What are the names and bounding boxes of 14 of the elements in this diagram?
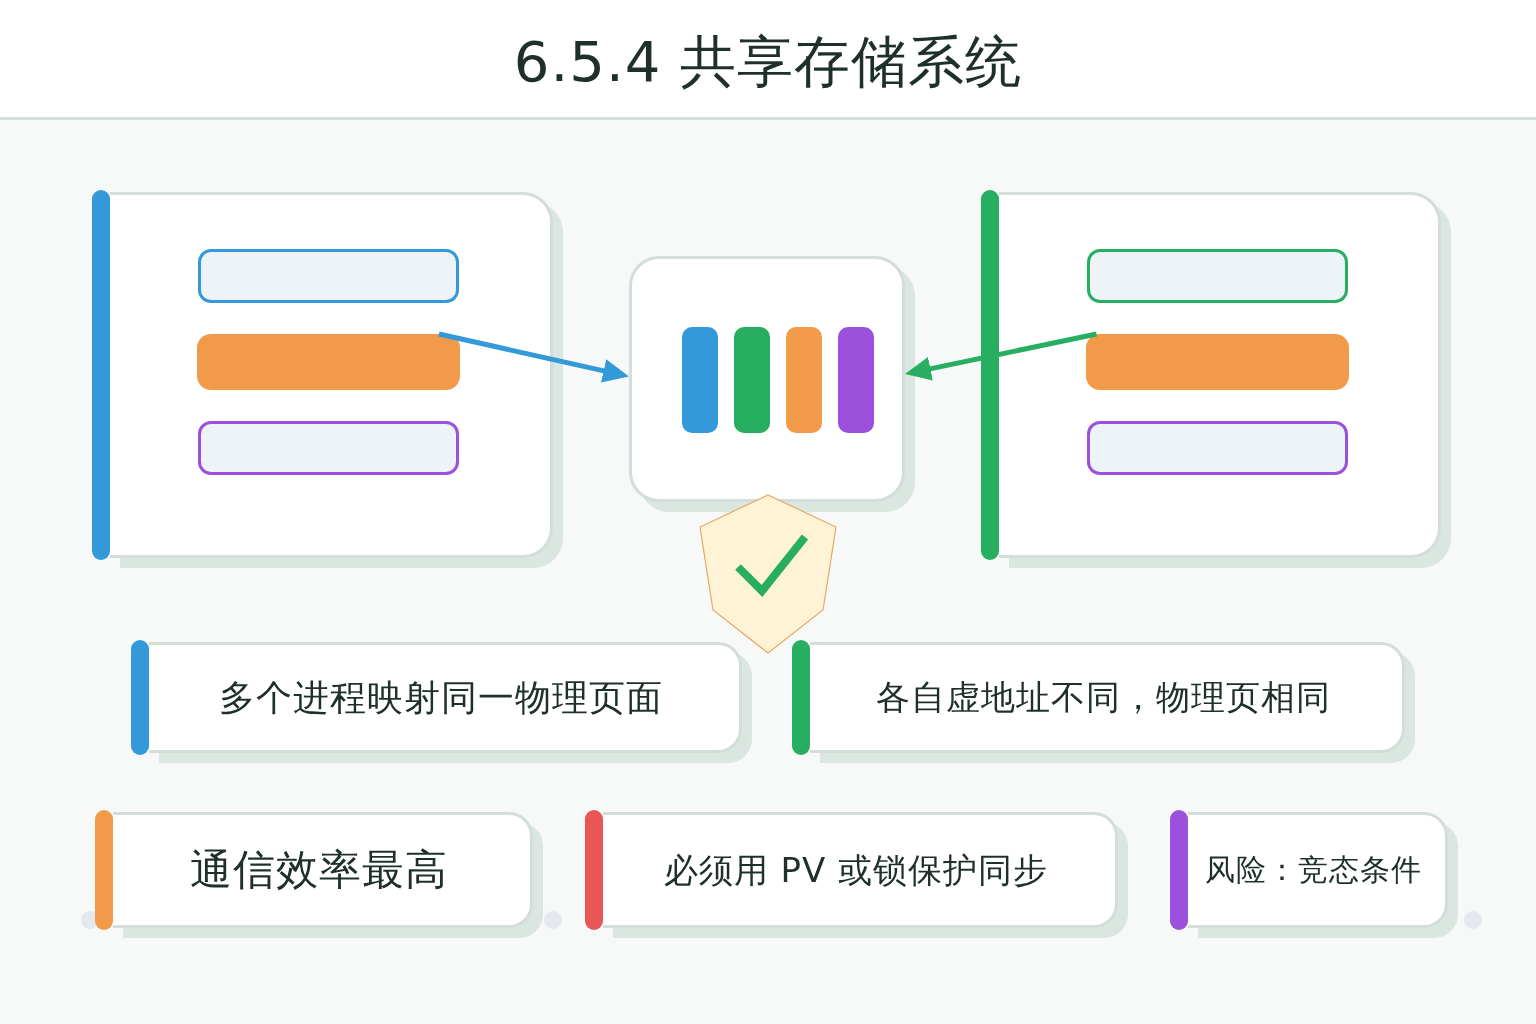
- statement-text: 各自虚地址不同，物理页相同: [875, 676, 1331, 719]
- filled-bar: [1086, 334, 1349, 390]
- statement-text: 必须用 PV 或锁保护同步: [663, 848, 1049, 892]
- outlined-bar: [198, 421, 459, 475]
- outlined-bar: [1087, 249, 1348, 303]
- outlined-bar: [198, 249, 459, 303]
- outlined-bar: [1087, 421, 1348, 475]
- arrow: [905, 331, 1098, 381]
- statement-text: 通信效率最高: [189, 843, 448, 896]
- filled-bar: [197, 334, 460, 390]
- page-title: 6.5.4 共享存储系统: [513, 28, 1023, 96]
- arrow: [438, 331, 629, 383]
- statement-text: 多个进程映射同一物理页面: [219, 676, 663, 720]
- statement-text: 风险：竞态条件: [1205, 851, 1422, 889]
